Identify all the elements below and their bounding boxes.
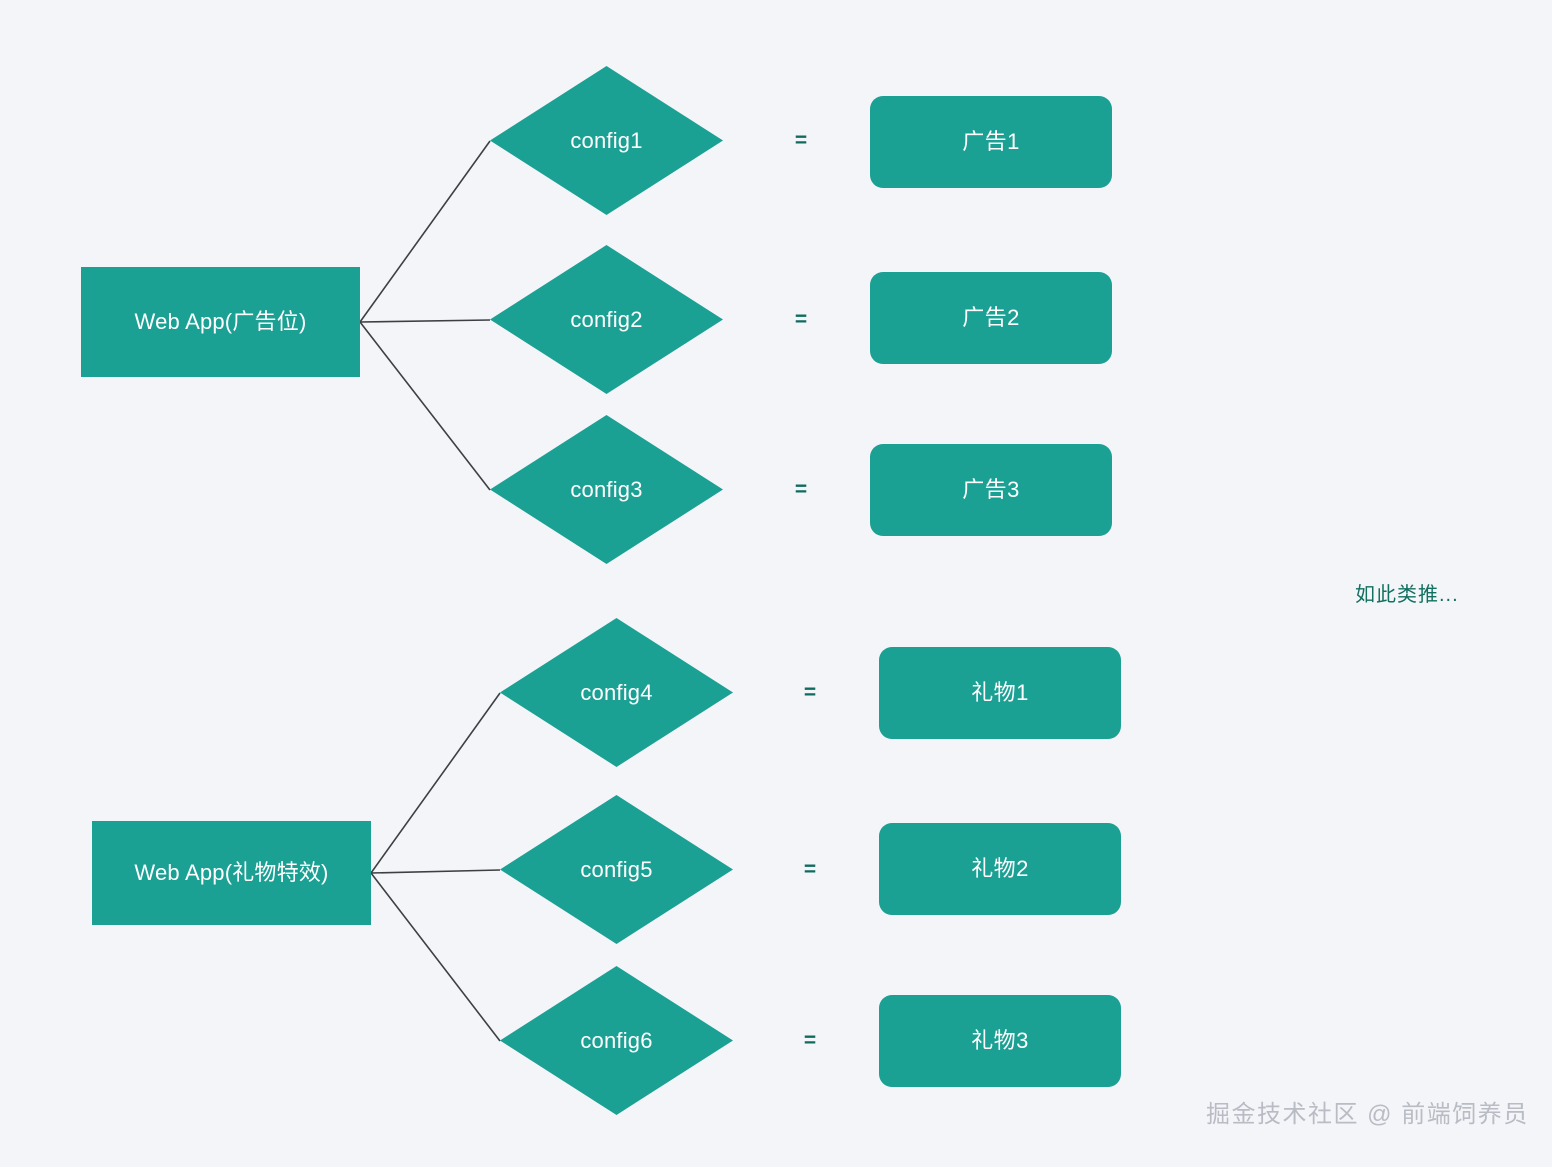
config-node-1[interactable]: config1 [490, 66, 723, 215]
output-node-ad-1[interactable]: 广告1 [870, 96, 1112, 188]
config-node-4[interactable]: config4 [500, 618, 733, 767]
config-node-3[interactable]: config3 [490, 415, 723, 564]
watermark: 掘金技术社区 @ 前端饲养员 [1206, 1101, 1529, 1128]
connector-line-2 [359, 319, 491, 323]
equals-sign-1: = [794, 129, 808, 152]
config-node-1-label: config1 [570, 127, 643, 153]
output-node-ad-1-label: 广告1 [962, 128, 1020, 154]
connector-line-3 [359, 321, 491, 491]
output-node-ad-3-label: 广告3 [962, 476, 1020, 502]
output-node-gift-3[interactable]: 礼物3 [879, 995, 1121, 1087]
output-node-gift-2-label: 礼物2 [971, 855, 1029, 881]
config-node-3-label: config3 [570, 476, 643, 502]
output-node-ad-3[interactable]: 广告3 [870, 444, 1112, 536]
source-node-ads-label: Web App(广告位) [134, 308, 307, 334]
source-node-ads[interactable]: Web App(广告位) [81, 267, 360, 377]
connector-line-4 [370, 692, 501, 874]
config-node-6-label: config6 [580, 1027, 653, 1053]
config-node-2[interactable]: config2 [490, 245, 723, 394]
equals-sign-4: = [803, 681, 817, 704]
source-node-gifts-label: Web App(礼物特效) [134, 859, 329, 885]
equals-sign-5: = [803, 858, 817, 881]
equals-sign-6: = [803, 1029, 817, 1052]
connector-line-5 [370, 869, 501, 874]
continuation-note: 如此类推... [1355, 584, 1459, 606]
config-node-6[interactable]: config6 [500, 966, 733, 1115]
connector-line-6 [370, 872, 501, 1042]
output-node-gift-1-label: 礼物1 [971, 679, 1029, 705]
connector-line-1 [359, 140, 491, 323]
config-node-2-label: config2 [570, 306, 643, 332]
output-node-ad-2[interactable]: 广告2 [870, 272, 1112, 364]
equals-sign-2: = [794, 308, 808, 331]
config-node-5[interactable]: config5 [500, 795, 733, 944]
output-node-ad-2-label: 广告2 [962, 304, 1020, 330]
output-node-gift-3-label: 礼物3 [971, 1027, 1029, 1053]
source-node-gifts[interactable]: Web App(礼物特效) [92, 821, 371, 925]
equals-sign-3: = [794, 478, 808, 501]
config-node-4-label: config4 [580, 679, 653, 705]
output-node-gift-1[interactable]: 礼物1 [879, 647, 1121, 739]
output-node-gift-2[interactable]: 礼物2 [879, 823, 1121, 915]
config-node-5-label: config5 [580, 856, 653, 882]
